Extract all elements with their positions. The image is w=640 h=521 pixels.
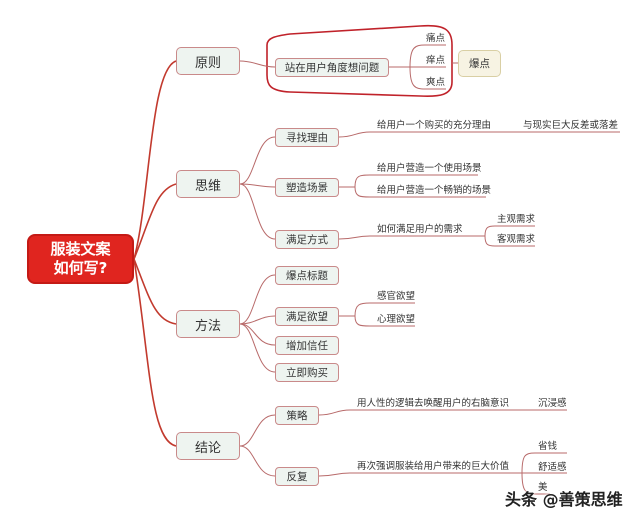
leaf-text[interactable]: 再次强调服装给用户带来的巨大价值 [357,461,510,472]
leaf-pleasure-point[interactable]: 爽点 [426,77,446,88]
subtopic-buy-now[interactable]: 立即购买 [275,363,339,382]
leaf-text[interactable]: 感官欲望 [377,291,416,302]
subtopic-find-reason[interactable]: 寻找理由 [275,128,339,147]
watermark: 头条 @善策思维 [505,490,623,509]
leaf-text[interactable]: 省钱 [538,441,558,452]
leaf-text[interactable]: 心理欲望 [377,314,416,325]
subtopic-repeat[interactable]: 反复 [275,467,319,486]
topic-principle[interactable]: 原则 [176,47,240,75]
leaf-itch-point[interactable]: 痒点 [426,55,446,66]
topic-conclusion[interactable]: 结论 [176,432,240,460]
leaf-text[interactable]: 给用户营造一个使用场景 [377,163,482,174]
leaf-text[interactable]: 美 [538,482,548,493]
subtopic-create-scene[interactable]: 塑造场景 [275,178,339,197]
subtopic-user-perspective[interactable]: 站在用户角度想问题 [275,58,389,77]
central-topic-line1: 服装文案 [50,240,111,258]
subtopic-satisfy-desire[interactable]: 满足欲望 [275,307,339,326]
leaf-text[interactable]: 舒适感 [538,462,567,473]
leaf-text[interactable]: 主观需求 [497,214,536,225]
subtopic-headline[interactable]: 爆点标题 [275,266,339,285]
central-topic[interactable]: 服装文案 如何写? [27,234,134,284]
topic-method[interactable]: 方法 [176,310,240,338]
subtopic-build-trust[interactable]: 增加信任 [275,336,339,355]
leaf-pain-point[interactable]: 痛点 [426,33,446,44]
topic-thinking[interactable]: 思维 [176,170,240,198]
summary-explosive-point[interactable]: 爆点 [458,50,501,77]
leaf-text[interactable]: 沉浸感 [538,398,567,409]
leaf-text[interactable]: 给用户一个购买的充分理由 [377,120,492,131]
subtopic-strategy[interactable]: 策略 [275,406,319,425]
leaf-text[interactable]: 用人性的逻辑去唤醒用户的右脑意识 [357,398,510,409]
leaf-text[interactable]: 给用户营造一个畅销的场景 [377,185,492,196]
leaf-text[interactable]: 与现实巨大反差或落差 [523,120,619,131]
central-topic-line2: 如何写? [53,259,108,277]
leaf-text[interactable]: 如何满足用户的需求 [377,224,463,235]
leaf-text[interactable]: 客观需求 [497,234,536,245]
subtopic-satisfy-method[interactable]: 满足方式 [275,230,339,249]
